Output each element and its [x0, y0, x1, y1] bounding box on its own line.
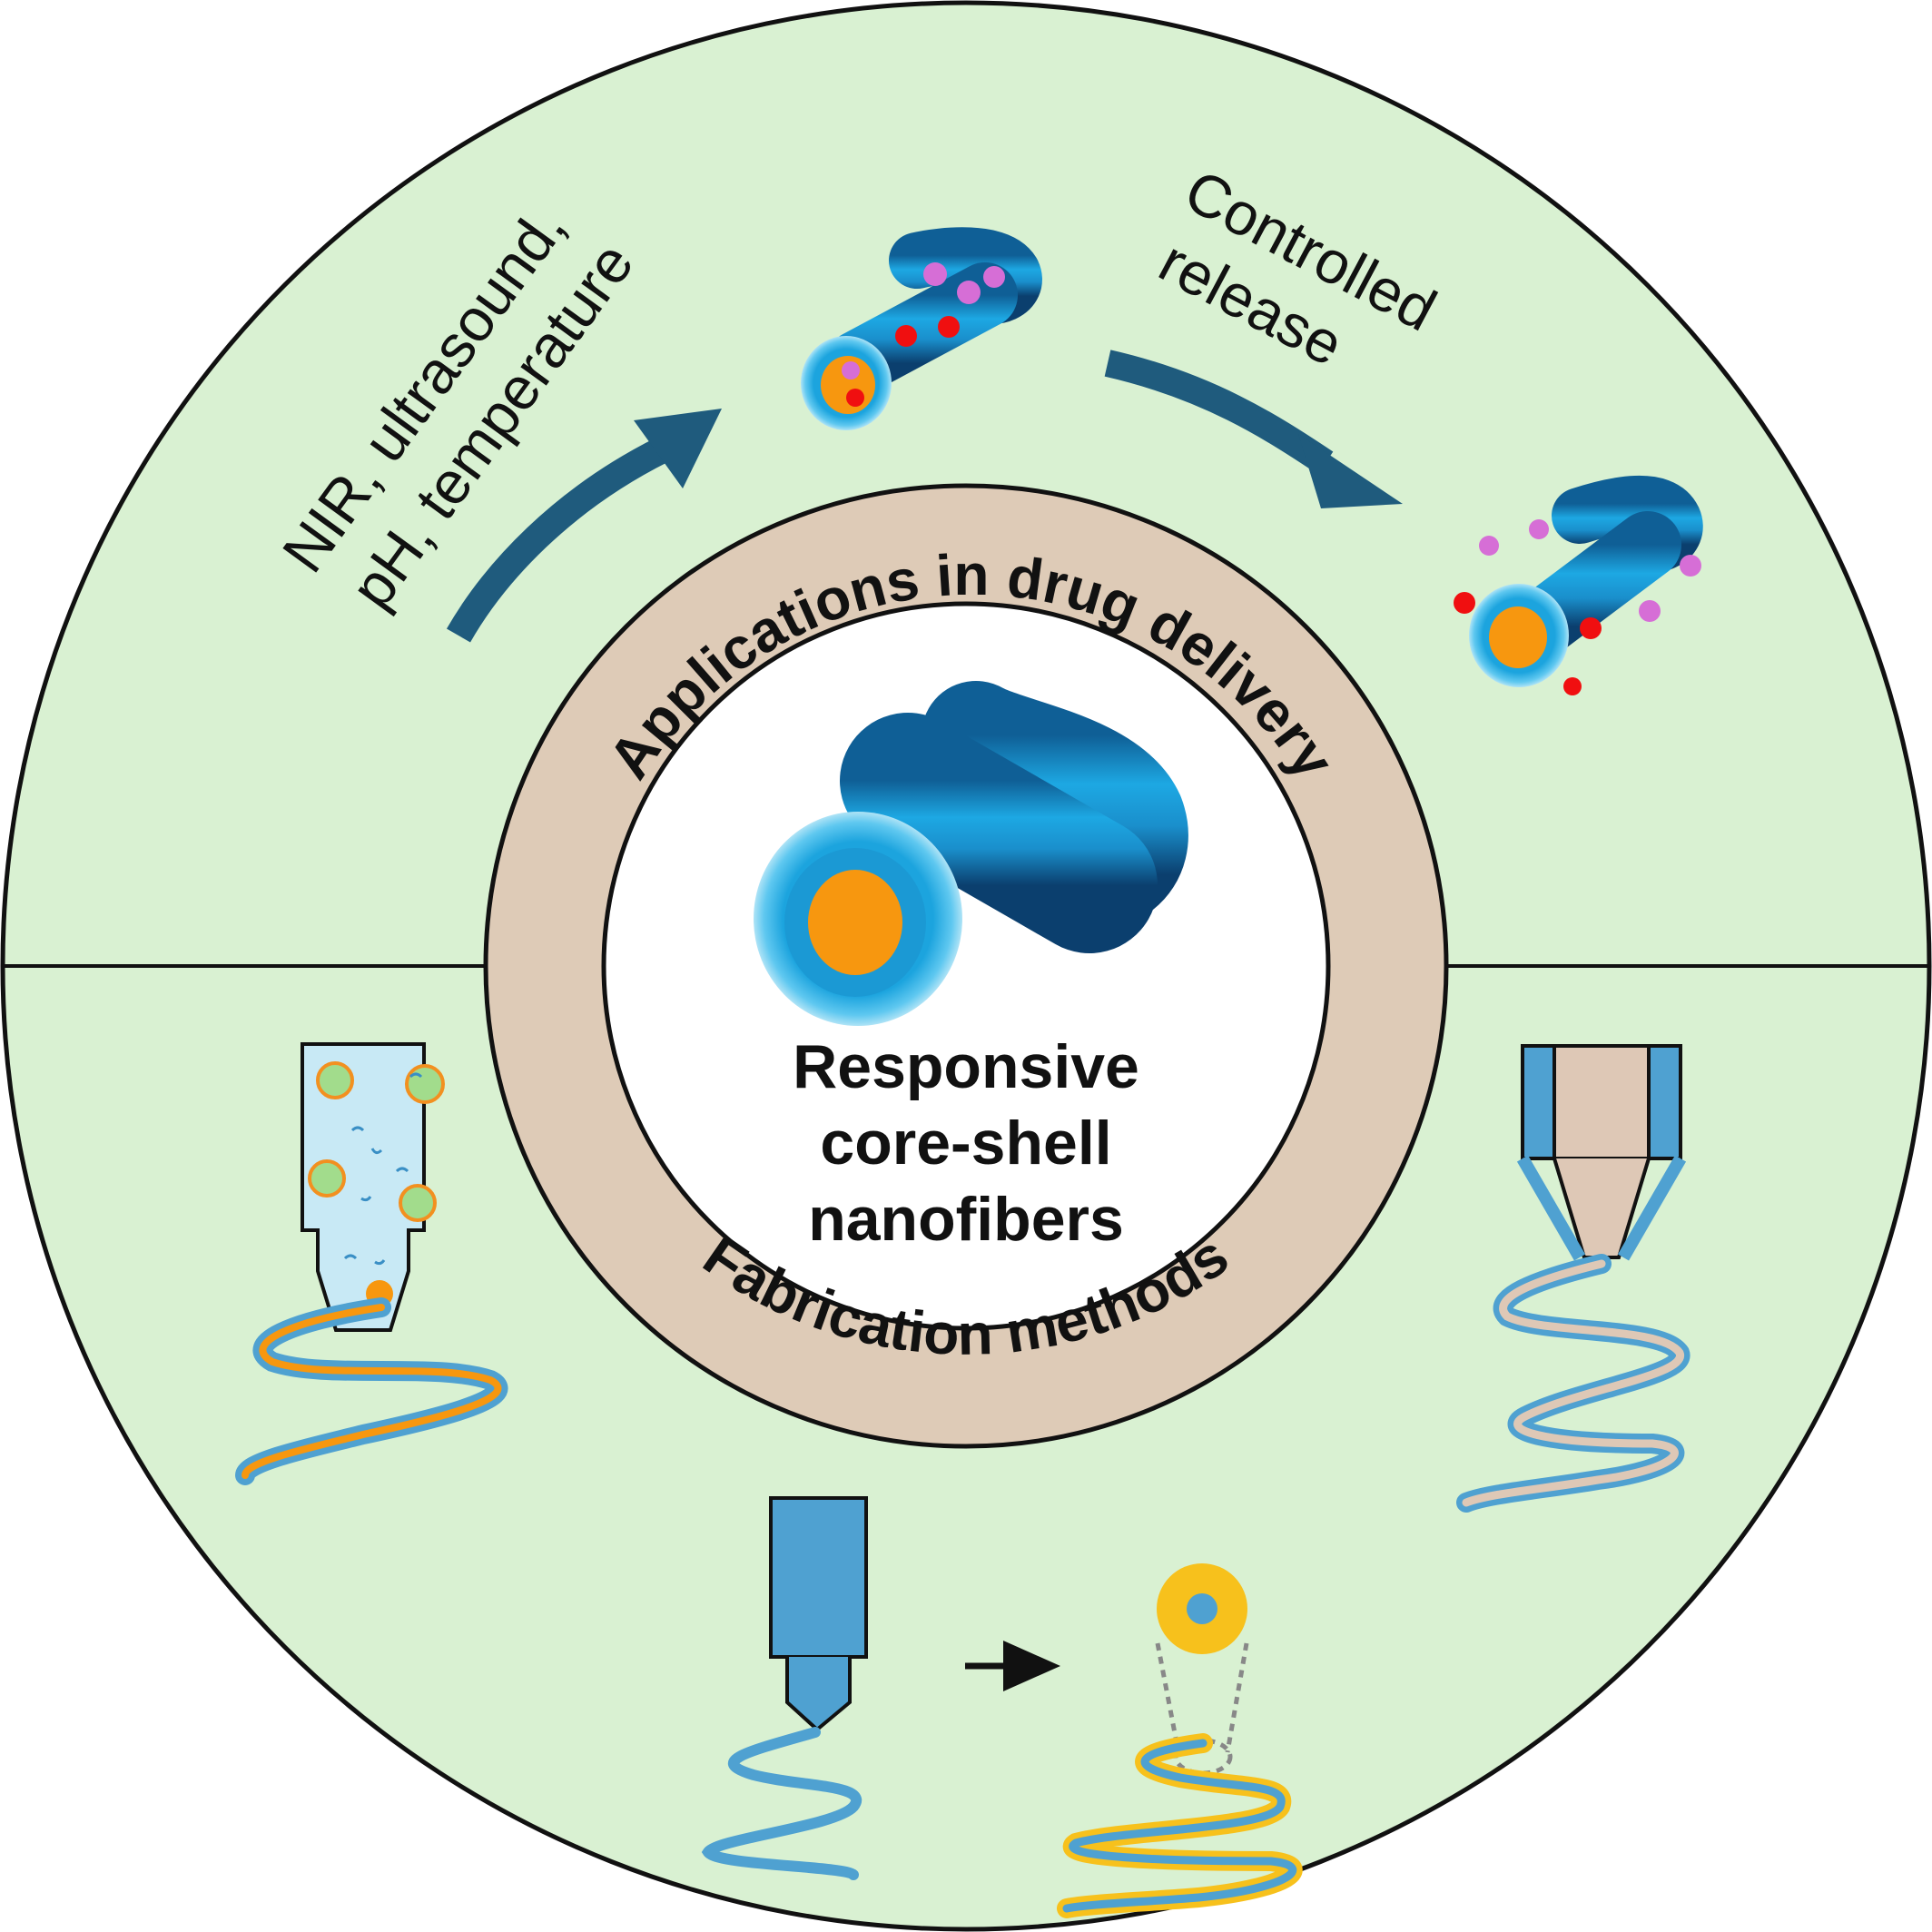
stimulus-arrow: [446, 409, 722, 643]
released-red-dot: [1454, 592, 1475, 614]
released-red-dot: [1563, 677, 1582, 695]
release-arrow: [1104, 350, 1403, 508]
drug-pink-dot: [957, 281, 981, 304]
title-line-3: nanofibers: [808, 1185, 1124, 1254]
center-title: Responsive core-shell nanofibers: [793, 1032, 1139, 1254]
emulsion-spinning-icon: [235, 1042, 508, 1485]
released-red-dot: [1580, 617, 1602, 639]
released-nanofiber-icon: [1454, 476, 1703, 695]
drug-pink-dot: [842, 361, 860, 380]
label-ring: [486, 486, 1446, 1446]
drug-pink-dot: [983, 266, 1005, 288]
released-pink-dot: [1529, 519, 1549, 539]
center-nanofiber-icon: [754, 681, 1188, 1026]
post-coating-icon: [701, 1496, 1303, 1918]
ring-outer-border: [483, 483, 1449, 1449]
released-pink-dot: [1479, 536, 1499, 556]
loaded-nanofiber-icon: [801, 227, 1042, 430]
drug-red-dot: [846, 389, 864, 407]
title-line-2: core-shell: [820, 1109, 1111, 1178]
released-pink-dot: [1680, 555, 1701, 577]
released-pink-dot: [1639, 600, 1661, 622]
drug-pink-dot: [923, 262, 947, 286]
drug-red-dot: [938, 316, 960, 338]
coaxial-spinning-icon: [1456, 1044, 1690, 1513]
title-line-1: Responsive: [793, 1032, 1139, 1101]
drug-red-dot: [895, 325, 917, 347]
